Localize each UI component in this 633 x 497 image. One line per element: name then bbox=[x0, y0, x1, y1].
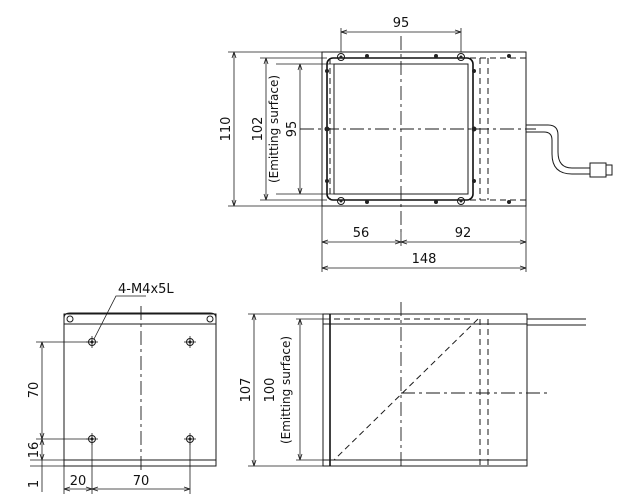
dim-bottom-offset: 16 bbox=[27, 442, 42, 459]
callout-leader bbox=[93, 295, 146, 340]
dim-base: 1 bbox=[27, 480, 42, 488]
top-view: 95 110 102 (Emitting surface) 95 56 92 1… bbox=[219, 16, 613, 272]
bottom-left-view: 4-M4x5L 70 16 1 20 70 bbox=[27, 282, 217, 494]
emitting-surface-label: (Emitting surface) bbox=[279, 336, 293, 444]
dim-inner-height: 95 bbox=[285, 121, 300, 138]
dim-side-emitting-height: 100 bbox=[263, 378, 278, 403]
side-view: 107 100 (Emitting surface) bbox=[239, 302, 586, 470]
connector bbox=[589, 162, 607, 178]
dim-left: 56 bbox=[353, 226, 370, 241]
dim-right: 92 bbox=[455, 226, 472, 241]
dim-top-width: 95 bbox=[393, 16, 410, 31]
hole-callout: 4-M4x5L bbox=[118, 282, 174, 297]
dim-vertical-holes: 70 bbox=[27, 382, 42, 399]
dim-total-height: 110 bbox=[219, 117, 234, 142]
dim-side-height: 107 bbox=[239, 378, 254, 403]
mounting-hole bbox=[184, 336, 196, 348]
emitting-surface-label: (Emitting surface) bbox=[267, 75, 281, 183]
bottom-plate bbox=[63, 313, 217, 467]
side-housing bbox=[322, 313, 528, 467]
dim-emitting-height: 102 bbox=[251, 117, 266, 142]
dim-total-width: 148 bbox=[412, 252, 437, 267]
cable-side bbox=[527, 318, 586, 326]
cable bbox=[526, 124, 590, 169]
dim-horizontal-holes: 70 bbox=[133, 474, 150, 489]
diagonal-line bbox=[333, 318, 479, 461]
dim-left-offset: 20 bbox=[70, 474, 87, 489]
